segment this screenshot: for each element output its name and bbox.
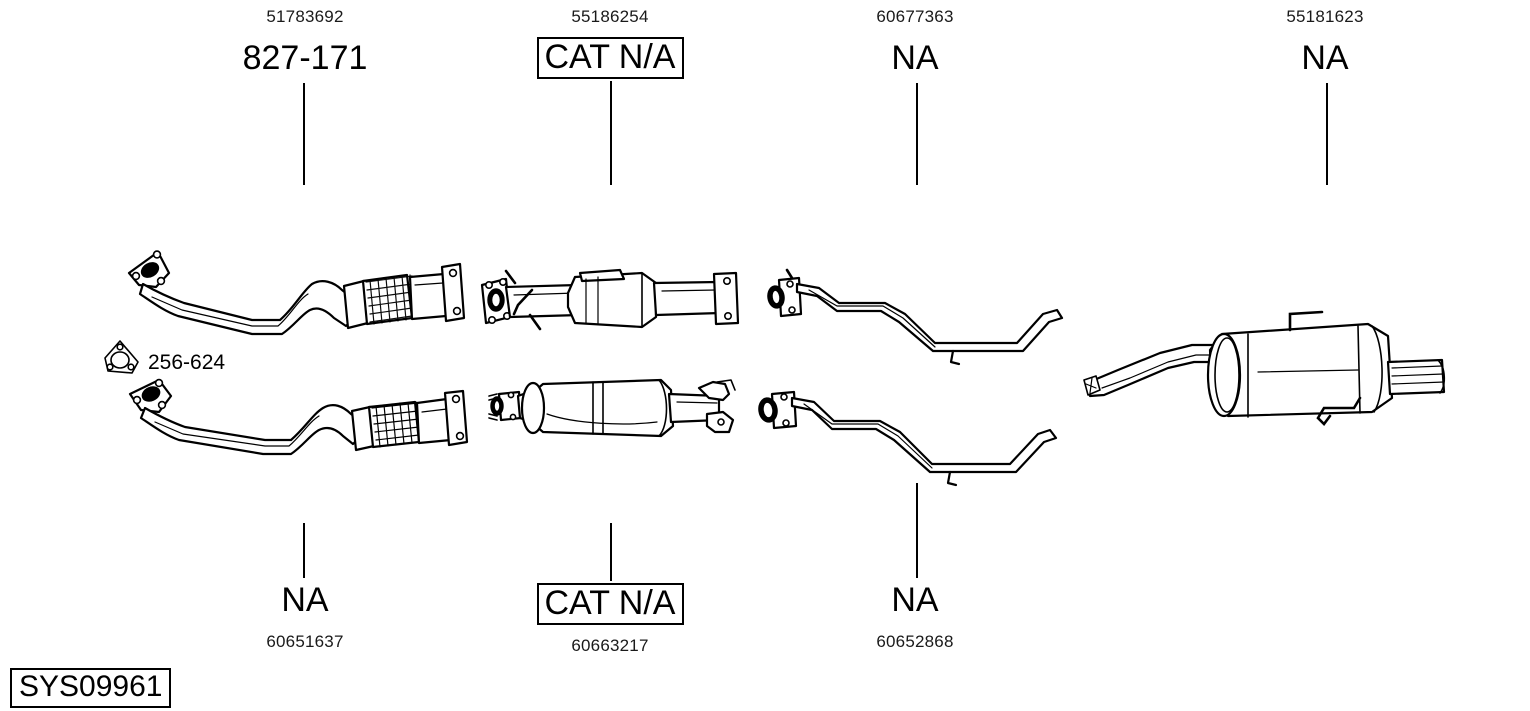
leader-line-bottom-2	[610, 523, 612, 581]
code-na-bottom-3: NA	[891, 581, 939, 619]
part-catalytic-converter-lower	[485, 370, 743, 448]
part-number-60677363: 60677363	[876, 7, 954, 26]
part-centre-pipe-upper	[757, 268, 1077, 370]
bottom-label-group-1: NA 60651637	[185, 583, 425, 650]
part-front-pipe-with-flex-lower	[115, 372, 475, 464]
part-rear-silencer	[1072, 300, 1454, 442]
top-label-group-4: 55181623 NA	[1205, 8, 1445, 75]
code-cat-na-top: CAT N/A	[536, 37, 684, 79]
part-number-55181623: 55181623	[1286, 7, 1364, 26]
leader-line-bottom-1	[303, 523, 305, 578]
top-label-group-1: 51783692 827-171	[185, 8, 425, 75]
part-centre-pipe-lower	[748, 384, 1068, 488]
part-number-60651637: 60651637	[266, 632, 344, 651]
code-na-top-4: NA	[1301, 39, 1349, 77]
bottom-label-group-3: NA 60652868	[795, 583, 1035, 650]
system-code-tag: SYS09961	[10, 668, 172, 708]
leader-line-top-3	[916, 83, 918, 185]
part-front-pipe-with-flex-upper	[112, 240, 472, 350]
top-label-group-2: 55186254 CAT N/A	[490, 8, 730, 79]
bottom-label-group-2: CAT N/A 60663217	[490, 583, 730, 654]
part-number-55186254: 55186254	[571, 7, 649, 26]
triangular-gasket-icon	[104, 340, 139, 374]
code-na-bottom-1: NA	[281, 581, 329, 619]
part-number-51783692: 51783692	[266, 7, 344, 26]
leader-line-top-1	[303, 83, 305, 185]
top-label-group-3: 60677363 NA	[795, 8, 1035, 75]
code-cat-na-bottom: CAT N/A	[536, 583, 684, 625]
part-number-60663217: 60663217	[571, 636, 649, 655]
gasket-code-256-624: 256-624	[148, 351, 226, 374]
part-number-60652868: 60652868	[876, 632, 954, 651]
code-na-top-3: NA	[891, 39, 939, 77]
leader-line-top-2	[610, 81, 612, 185]
system-code-value: SYS09961	[10, 668, 172, 708]
leader-line-bottom-3	[916, 483, 918, 578]
gasket-group: 256-624	[100, 338, 250, 380]
code-827-171: 827-171	[242, 39, 368, 77]
part-catalytic-converter-upper	[470, 255, 755, 345]
leader-line-top-4	[1326, 83, 1328, 185]
